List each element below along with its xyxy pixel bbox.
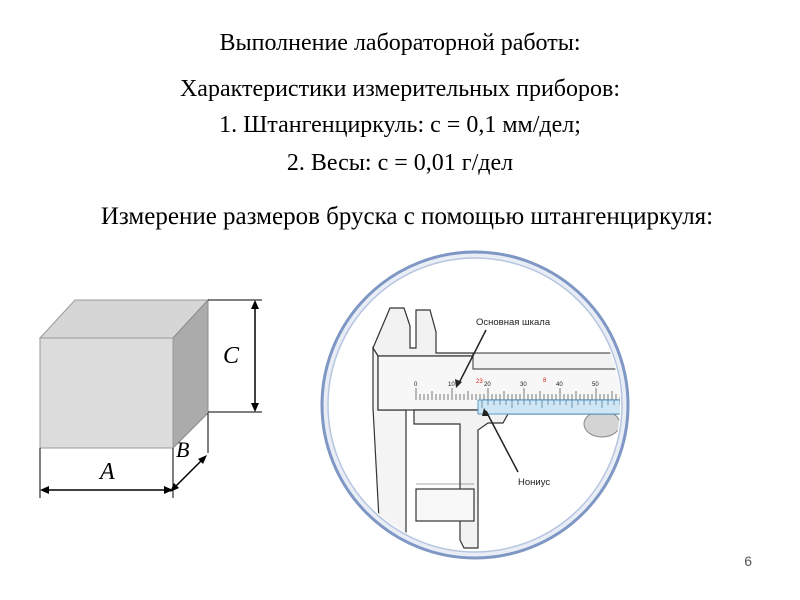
caliper-diagram: 0 10 20 30 40 50 60 23 8 Основная: [320, 250, 630, 560]
caliper-drawing: 0 10 20 30 40 50 60 23 8 Основная: [372, 307, 620, 549]
scale-num-40: 40: [556, 382, 563, 388]
main-scale-numbers: 0 10 20 30 40 50 60: [414, 382, 599, 388]
label-b: B: [176, 437, 189, 462]
measurement-title: Измерение размеров бруска с помощью штан…: [100, 203, 714, 230]
marker-left: 23: [476, 379, 483, 385]
dim-b-arrow-high: [198, 455, 207, 464]
caliper-depth-rod: [472, 352, 620, 370]
label-c: C: [223, 343, 240, 369]
dim-b-arrow-low: [170, 483, 179, 492]
dim-b-line: [171, 456, 206, 491]
dim-a-arrow-right: [164, 486, 173, 494]
scale-num-10: 10: [448, 382, 455, 388]
instrument-item-scales: 2. Весы: с = 0,01 г/дел: [286, 150, 514, 176]
marker-right: 8: [543, 378, 547, 384]
vernier-ticks: [481, 400, 620, 408]
page-number: 6: [744, 553, 752, 569]
measured-object: [415, 488, 475, 522]
main-scale-pointer: [457, 329, 487, 386]
main-scale: [415, 388, 620, 400]
scale-num-50: 50: [592, 382, 599, 388]
scale-num-20: 20: [484, 382, 491, 388]
dim-a-arrow-left: [40, 486, 49, 494]
block-front-face: [39, 337, 174, 449]
block-diagram: C A B: [38, 298, 262, 498]
dim-c-arrow-bottom: [251, 403, 259, 412]
slide-heading: Выполнение лабораторной работы:: [219, 30, 581, 56]
instrument-item-caliper: 1. Штангенциркуль: с = 0,1 мм/дел;: [219, 112, 581, 138]
vernier-pointer: [485, 410, 519, 473]
instruments-title: Характеристики измерительных приборов:: [179, 76, 621, 102]
main-scale-pointer-head: [455, 379, 462, 388]
main-scale-label: Основная шкала: [476, 317, 551, 328]
dim-c-arrow-top: [251, 300, 259, 309]
vernier-pointer-head: [482, 408, 489, 416]
vernier-label: Нониус: [518, 477, 550, 488]
label-a: A: [98, 459, 115, 485]
scale-num-30: 30: [520, 382, 527, 388]
scale-num-0: 0: [414, 382, 418, 388]
caliper-thumbwheel: [583, 410, 620, 438]
